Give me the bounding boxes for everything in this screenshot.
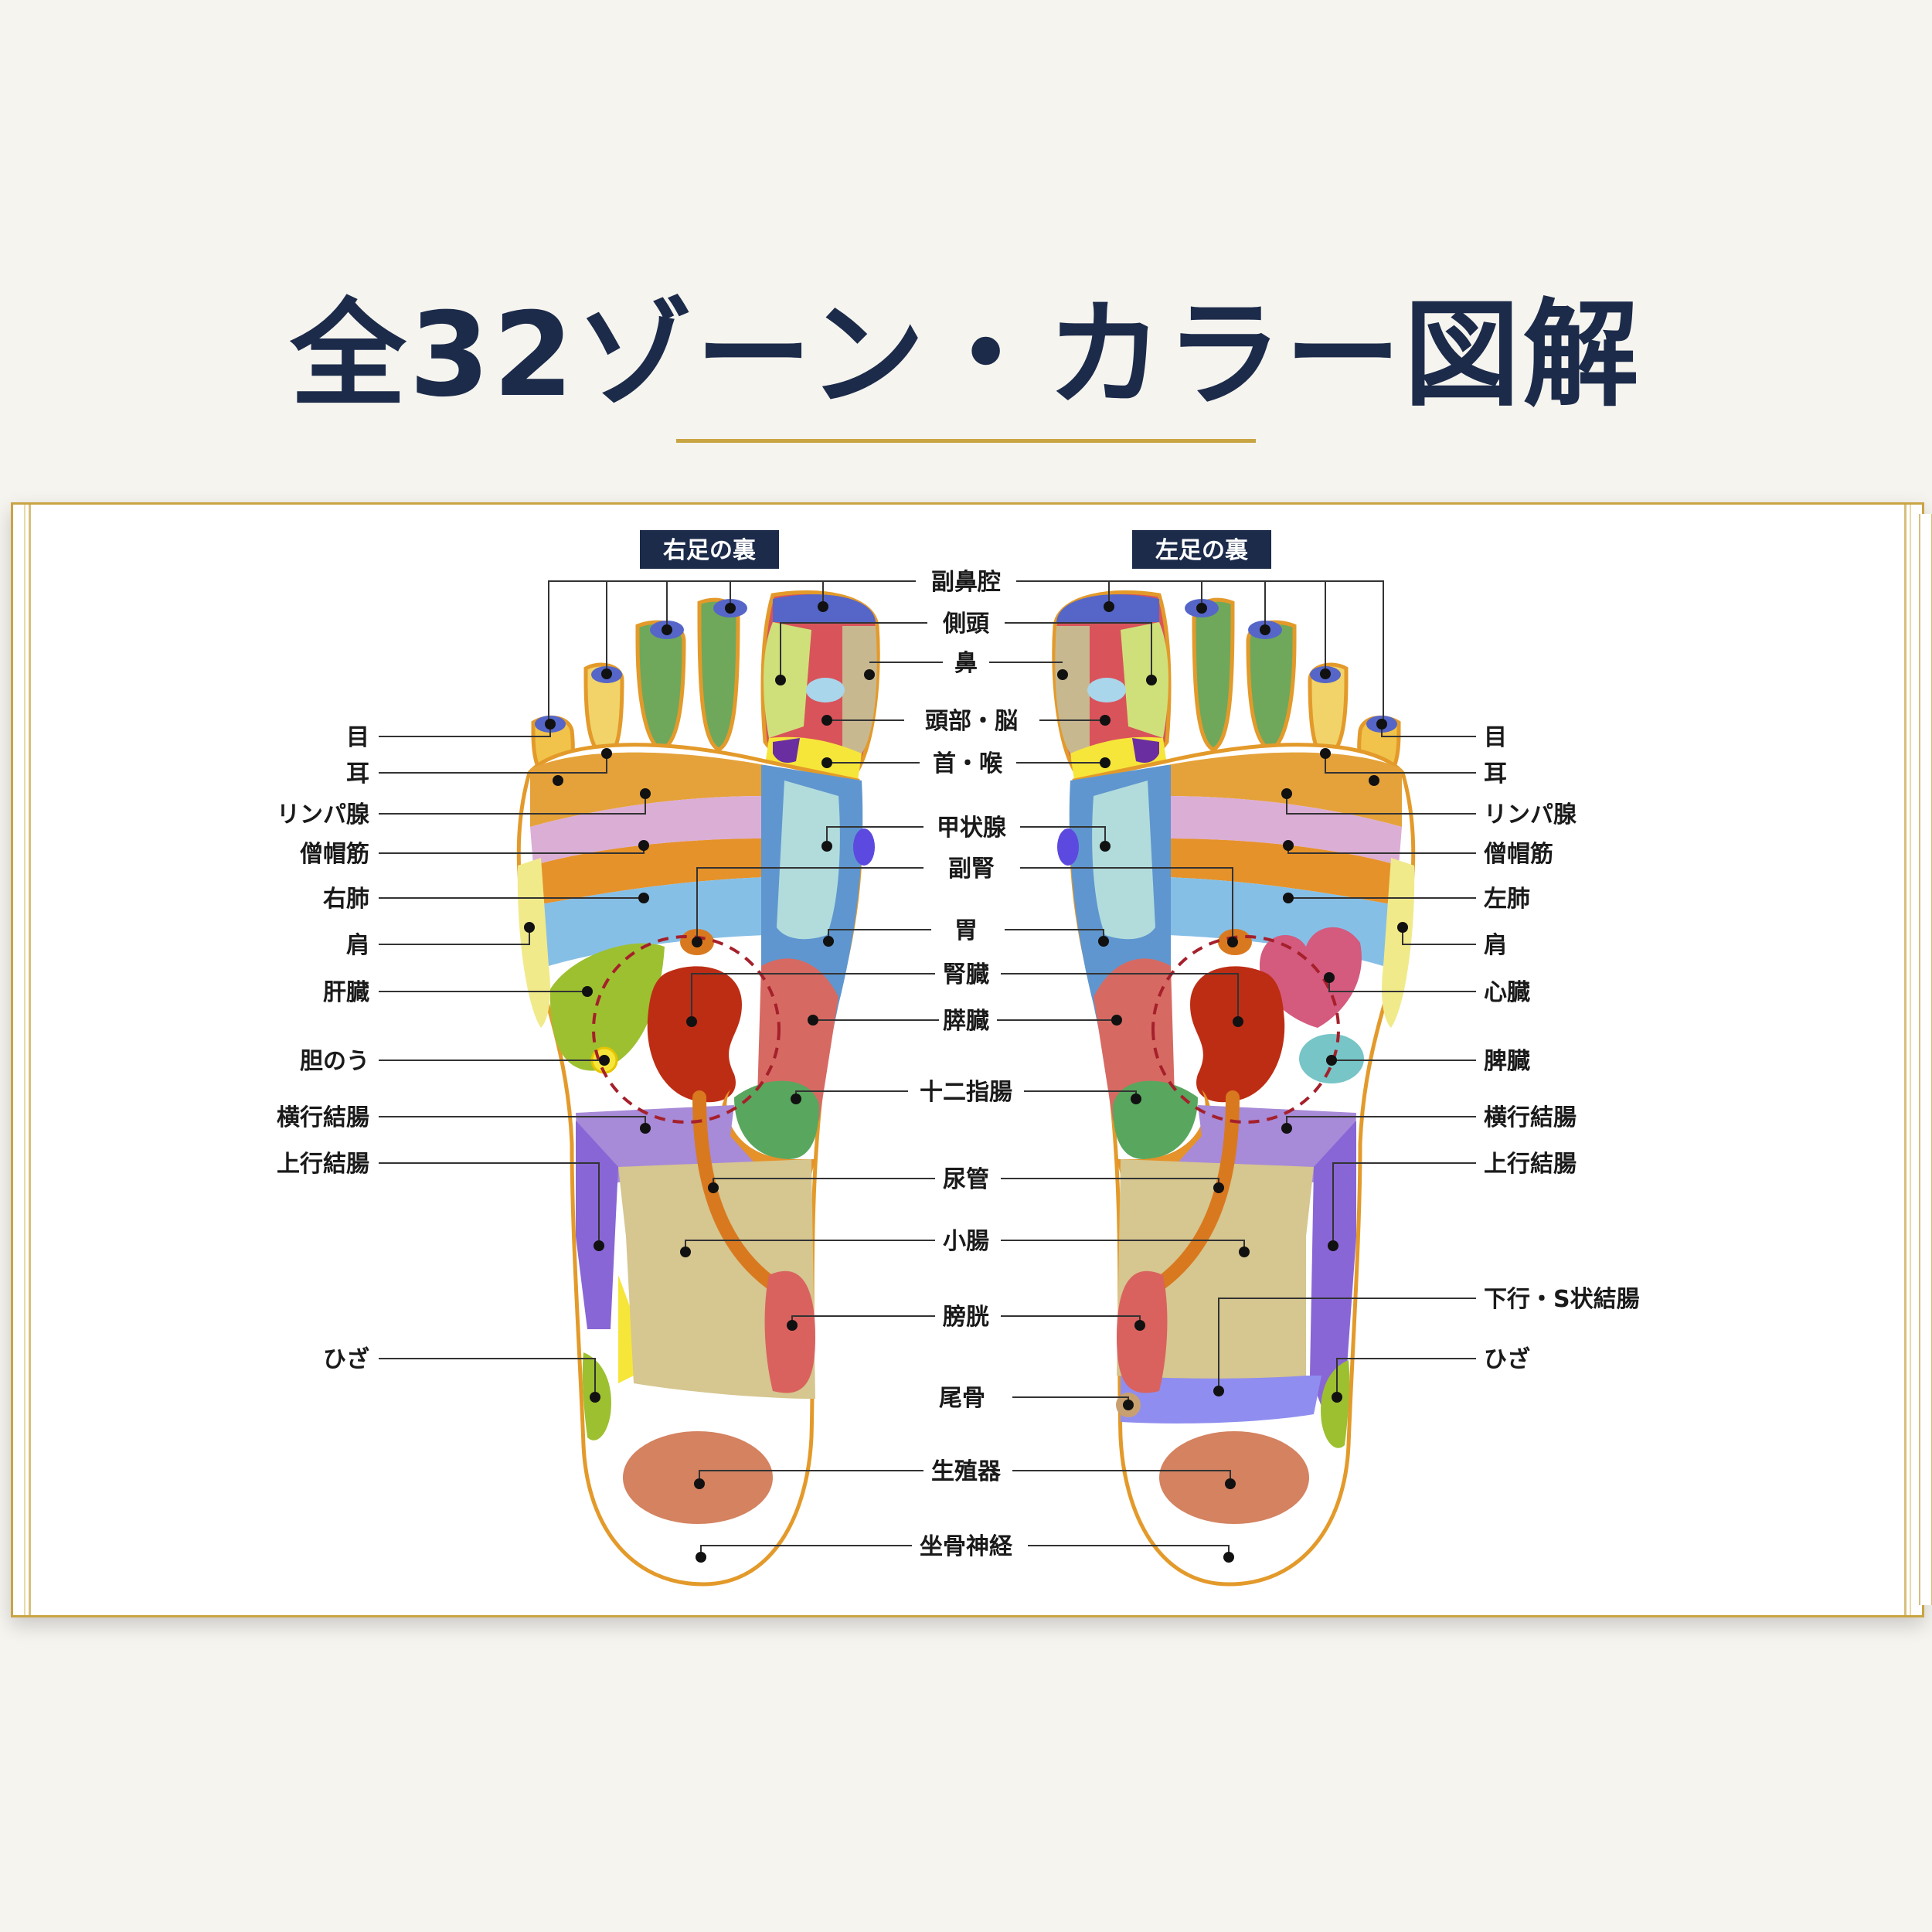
label-genital: 生殖器	[931, 1458, 1002, 1485]
label-right-lung: 右肺	[323, 886, 369, 913]
label-trapezius-left: 僧帽筋	[1484, 841, 1553, 868]
label-ear-right: 耳	[346, 760, 369, 787]
label-shoulder-left: 肩	[1484, 932, 1507, 959]
label-transverse-colon-left: 横行結腸	[1484, 1104, 1577, 1131]
label-gallbladder: 胆のう	[300, 1048, 369, 1075]
label-eye-left: 目	[1484, 724, 1507, 751]
left-foot-header: 左足の裏	[1155, 537, 1249, 564]
label-bladder: 膀胱	[942, 1304, 989, 1331]
label-stomach: 胃	[954, 917, 978, 944]
left-foot-labels: 目 耳 リンパ腺 僧帽筋 左肺 肩 心臓 脾臓 横行結腸 上行結腸 下行・S状結…	[1484, 724, 1640, 1373]
label-left-lung: 左肺	[1484, 886, 1530, 913]
label-kidney: 腎臓	[943, 961, 989, 988]
label-ascending-colon-left: 上行結腸	[1484, 1151, 1577, 1178]
label-lymph-right: リンパ腺	[277, 801, 370, 828]
label-eye-right: 目	[346, 724, 369, 751]
diagram-card	[11, 502, 1932, 1617]
left-foot-header-badge	[1132, 530, 1271, 569]
label-ascending-colon-right: 上行結腸	[277, 1151, 369, 1178]
label-lymph-left: リンパ腺	[1484, 801, 1577, 828]
label-small-intestine: 小腸	[943, 1228, 989, 1255]
label-knee-left: ひざ	[1484, 1346, 1530, 1373]
label-pancreas: 膵臓	[943, 1008, 989, 1035]
right-foot-labels: 目 耳 リンパ腺 僧帽筋 右肺 肩 肝臓 胆のう 横行結腸 上行結腸 ひざ	[277, 724, 370, 1373]
right-foot-header: 右足の裏	[663, 537, 757, 564]
label-heart: 心臓	[1484, 979, 1530, 1006]
label-spleen: 脾臓	[1484, 1048, 1530, 1075]
label-temple: 側頭	[942, 611, 990, 638]
label-ureter: 尿管	[943, 1166, 989, 1193]
left-foot	[1052, 590, 1416, 1587]
label-transverse-colon-right: 横行結腸	[277, 1104, 369, 1131]
center-labels: 副鼻腔 側頭 鼻 頭部・脳 首・喉 甲状腺 副腎 胃 腎臓 膵臓 十二指腸 尿管…	[920, 569, 1018, 1560]
label-liver: 肝臓	[323, 979, 369, 1006]
label-nose: 鼻	[954, 650, 978, 677]
label-neck-throat: 首・喉	[933, 750, 1003, 777]
label-sciatic-nerve: 坐骨神経	[920, 1533, 1013, 1560]
label-ear-left: 耳	[1484, 760, 1507, 787]
marker-dots	[524, 601, 1408, 1563]
label-trapezius-right: 僧帽筋	[300, 841, 369, 868]
label-coccyx: 尾骨	[939, 1385, 985, 1412]
title-underline	[676, 439, 1256, 443]
label-sinus: 副鼻腔	[931, 569, 1001, 596]
label-descending-sigmoid-colon: 下行・S状結腸	[1484, 1286, 1640, 1313]
label-shoulder-right: 肩	[346, 932, 369, 959]
page-title: 全32ゾーン・カラー図解	[290, 288, 1642, 423]
right-foot	[516, 590, 880, 1587]
label-duodenum: 十二指腸	[920, 1079, 1012, 1106]
label-knee-right: ひざ	[323, 1346, 369, 1373]
label-adrenal: 副腎	[948, 855, 995, 883]
right-foot-header-badge	[640, 530, 779, 569]
label-head-brain: 頭部・脳	[925, 708, 1018, 735]
label-thyroid: 甲状腺	[937, 815, 1007, 842]
